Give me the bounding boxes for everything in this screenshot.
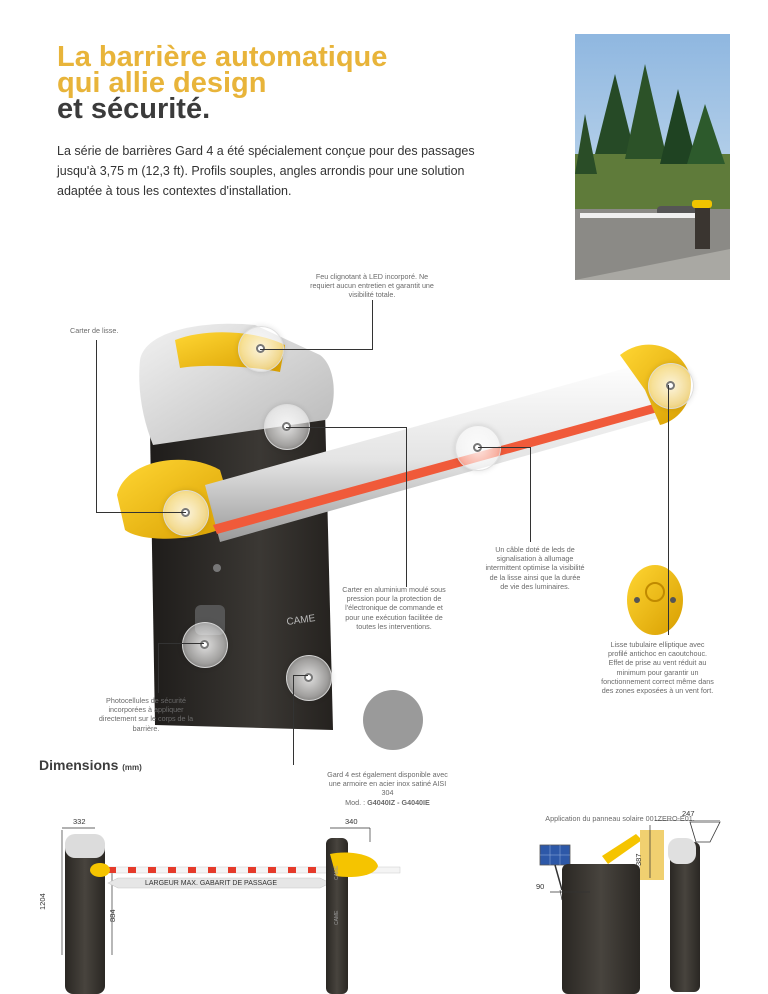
dimensions-unit: (mm) (122, 763, 142, 772)
dim-1204: 1204 (38, 893, 47, 910)
installation-photo (575, 34, 730, 280)
dimension-drawings: CAME CAME (61, 820, 721, 994)
title-line-1: La barrière automatique (57, 41, 388, 73)
highlight-led-cable (455, 425, 501, 471)
callout-boom-cover: Carter de lisse. (70, 326, 119, 335)
highlight-boom-end (648, 363, 694, 409)
title-line-2: qui allie design (57, 67, 267, 99)
svg-text:CAME: CAME (334, 910, 340, 925)
highlight-boom-cover (163, 490, 209, 536)
stainless-mod-codes: G4040IZ - G4040IE (367, 797, 430, 807)
dim-340: 340 (345, 817, 358, 826)
callout-led-flasher: Feu clignotant à LED incorporé. Ne requi… (310, 272, 434, 300)
dim-90: 90 (536, 882, 545, 891)
dim-387: 387 (634, 853, 643, 866)
stainless-text: Gard 4 est également disponible avec une… (327, 770, 448, 798)
dimensions-title: Dimensions (39, 757, 119, 773)
dimensions-heading: Dimensions (mm) (39, 757, 142, 773)
callout-photocells: Photocellules de sécurité incorporées à … (98, 696, 194, 733)
callout-solar: Application du panneau solaire 001ZERO-E… (545, 814, 695, 823)
svg-text:CAME: CAME (286, 613, 316, 628)
callout-stainless: Gard 4 est également disponible avec une… (325, 770, 450, 807)
dim-332: 332 (73, 817, 86, 826)
callout-led-cable: Un câble doté de leds de signalisation à… (485, 545, 585, 591)
stainless-mod-prefix: Mod. : (345, 797, 368, 807)
dim-884: 884 (108, 909, 117, 922)
page-title: La barrière automatique qui allie design… (57, 41, 477, 125)
intro-paragraph: La série de barrières Gard 4 a été spéci… (57, 144, 475, 198)
highlight-photocell (182, 622, 228, 668)
boom-stripes (108, 867, 316, 873)
callout-aluminium-housing: Carter en aluminium moulé sous pression … (342, 585, 446, 631)
passage-label: LARGEUR MAX. GABARIT DE PASSAGE (145, 880, 277, 887)
svg-text:CAME: CAME (334, 865, 340, 880)
title-line-3: et sécurité. (57, 93, 211, 125)
dim-247: 247 (682, 809, 695, 818)
callout-elliptic-boom: Lisse tubulaire elliptique avec profilé … (601, 640, 714, 696)
